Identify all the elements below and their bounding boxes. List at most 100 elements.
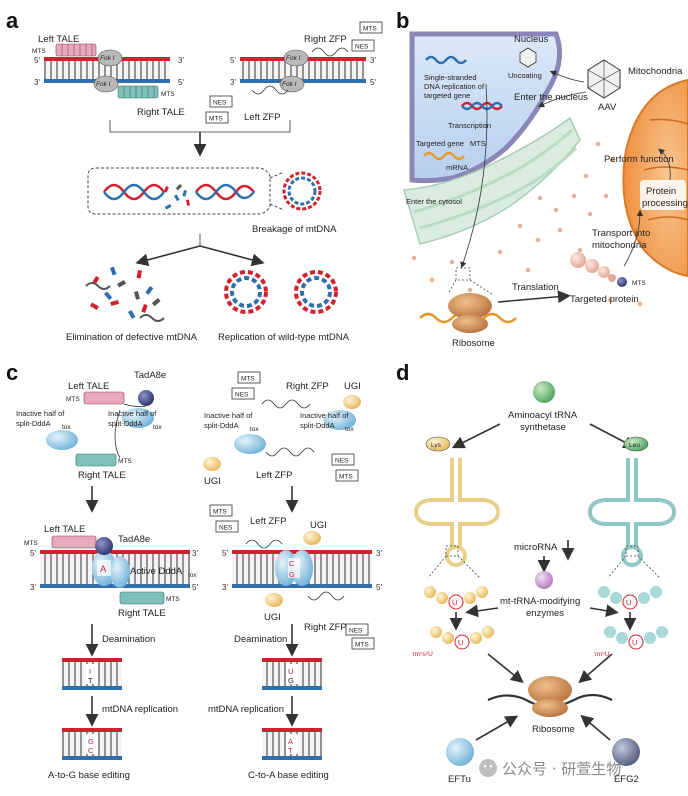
c-base-t-1: T — [88, 676, 93, 685]
c-label-ugi-3: UGI — [310, 520, 327, 531]
c-base-a-1: A — [100, 564, 107, 575]
c-base-g-3: G — [88, 737, 94, 746]
ribosome-large-d — [528, 676, 572, 704]
d-label-ribosome: Ribosome — [532, 724, 575, 735]
d-label-efg2: EFG2 — [614, 774, 639, 785]
c-nes-box-lzfp2 — [215, 520, 239, 533]
nes-rzfp: NES — [355, 44, 369, 51]
c-label-inactive-2b: split-DddA — [204, 421, 239, 430]
prime-5-b2: 5' — [370, 78, 376, 87]
mito-tube — [87, 167, 271, 215]
c-mts-box-lzfp — [335, 469, 359, 482]
c-dna-deaminated-right — [262, 658, 322, 690]
panel-b: b Mitochondria AAV Nucleus Uncoating Ent… — [396, 8, 688, 349]
c-prime-3-4: 3' — [222, 583, 228, 592]
label-targeted-gene: Targeted gene — [416, 139, 464, 148]
c-label-deamination-1: Deamination — [102, 634, 155, 645]
c-label-left-tale-2: Left TALE — [44, 524, 85, 535]
d-label-synthetase-1: Aminoacyl tRNA — [508, 410, 578, 421]
helix-fragment-2 — [194, 183, 255, 201]
label-transcription: Transcription — [448, 121, 491, 130]
c-base-g-1: G — [289, 570, 295, 579]
zoom-box-ribosome — [455, 267, 471, 281]
c-label-a-to-g: A-to-G base editing — [48, 770, 130, 781]
label-single-stranded: Single-stranded — [424, 73, 477, 82]
c-label-left-tale-1: Left TALE — [68, 381, 109, 392]
c-label-inactive-2d: split-DddA — [300, 421, 335, 430]
label-breakage: Breakage of mtDNA — [252, 224, 337, 235]
ribosome-small-d — [532, 699, 568, 717]
mts-lzfp: MTS — [209, 116, 223, 123]
c-prime-3-1: 3' — [192, 549, 198, 558]
foki-label-2: Fok I — [96, 81, 111, 88]
label-targeted-gene-line: targeted gene — [424, 91, 470, 100]
c-nes-rzfp: NES — [235, 392, 249, 399]
c-prime-5-2: 5' — [192, 583, 198, 592]
efg2-ball — [612, 738, 640, 766]
c-label-right-zfp-1: Right ZFP — [286, 381, 329, 392]
d-label-tm5u: τm⁵U — [594, 651, 610, 658]
panel-d: d Aminoacyl tRNA synthetase Lys Leu micr… — [396, 360, 677, 785]
label-elimination: Elimination of defective mtDNA — [66, 332, 198, 343]
mts-box-lzfp — [205, 111, 229, 124]
label-protein: Protein — [646, 186, 676, 197]
nes-box-lzfp — [209, 95, 233, 108]
c-label-right-zfp-2: Right ZFP — [304, 622, 347, 633]
watermark: 公众号 · 研萱生物 — [479, 759, 621, 778]
c-label-inactive-2a: Inactive half of — [204, 411, 253, 420]
label-right-zfp: Right ZFP — [304, 34, 347, 45]
c-mts-box-rzfp — [237, 371, 261, 384]
c-tox-2a: tox — [250, 426, 259, 433]
c-label-active-ddda: Active DddA — [130, 566, 183, 577]
nucleus — [409, 31, 563, 184]
c-base-c-1: C — [289, 559, 295, 568]
c-mts-rzfp: MTS — [241, 376, 255, 383]
tale-left-repeats — [55, 43, 97, 57]
c-label-deamination-2: Deamination — [234, 634, 287, 645]
panel-label-c: c — [6, 360, 18, 385]
trna-leu — [587, 458, 677, 567]
c-label-ugi-1: UGI — [344, 381, 361, 392]
arrow-elimination — [135, 245, 201, 267]
c-base-u: U — [288, 667, 293, 676]
label-left-zfp: Left ZFP — [244, 112, 280, 123]
c-tox-1a: tox — [62, 424, 71, 431]
c-mts-4: MTS — [166, 596, 180, 603]
modifying-enzyme-ball — [535, 571, 553, 589]
c-base-i: I — [89, 667, 91, 676]
arrow-translation — [497, 290, 571, 304]
c-label-left-zfp-1: Left ZFP — [256, 470, 292, 481]
label-translation: Translation — [512, 282, 559, 293]
d-u-1: U — [452, 598, 457, 607]
d-label-modifying-1: mt-tRNA-modifying — [500, 596, 580, 607]
leu-modified-beads — [604, 626, 668, 650]
split-ddda-left-half-1 — [46, 430, 78, 450]
ribosome-large-b — [448, 293, 492, 319]
panel-label-d: d — [396, 360, 409, 385]
c-mts-box-lzfp2 — [209, 504, 233, 517]
zfp-foki-top — [283, 49, 309, 67]
c-nes-lzfp2: NES — [219, 525, 233, 532]
prime-5-b1: 5' — [230, 56, 236, 65]
c-mts-lzfp2: MTS — [213, 509, 227, 516]
foki-domain-bottom — [93, 75, 119, 93]
wechat-icon — [479, 759, 497, 777]
c-dna-deaminated-left — [62, 658, 122, 690]
label-targeted-protein: Targeted protein — [570, 294, 639, 305]
mts-box-rzfp — [359, 21, 383, 34]
c-nes-rzfp2: NES — [349, 628, 363, 635]
nes-lzfp: NES — [213, 100, 227, 107]
d-label-tm5s2u: τm⁵s²U — [412, 651, 433, 658]
label-left-tale: Left TALE — [38, 34, 79, 45]
panel-a: a Fok I Fok I Left TALE — [6, 8, 383, 343]
aav-uncoating-icon — [519, 47, 537, 68]
label-nucleus: Nucleus — [514, 34, 549, 45]
helix-fragment-1 — [102, 183, 166, 201]
c-tox-2b: tox — [345, 426, 354, 433]
c-base-a-2: A — [288, 737, 293, 746]
label-mitochondria-line: mitochondria — [592, 240, 647, 251]
c-nes-box-lzfp — [331, 453, 355, 466]
tada8e-ball-1 — [138, 390, 154, 406]
lys-anticodon-beads — [424, 586, 488, 610]
